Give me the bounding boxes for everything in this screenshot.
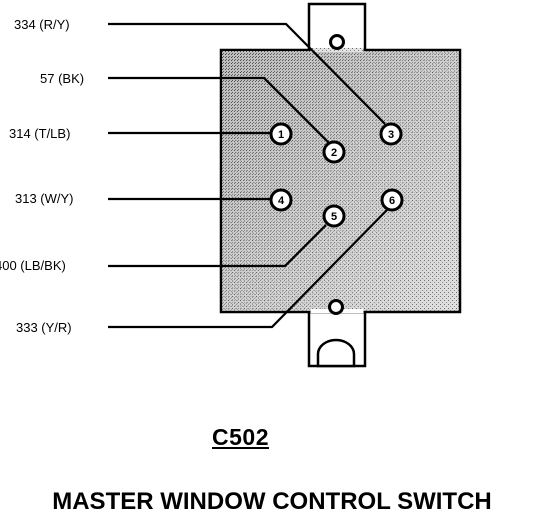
wire-label-334: 334 (R/Y): [14, 17, 70, 32]
component-name: MASTER WINDOW CONTROL SWITCH: [52, 488, 492, 515]
connector-housing: [219, 2, 462, 368]
wire-to-pin-3: [108, 22, 386, 125]
pin-number-4: 4: [278, 195, 285, 207]
wire-label-313: 313 (W/Y): [15, 191, 74, 206]
mounting-hole-bottom: [328, 299, 344, 315]
connector-id: C502: [212, 424, 269, 450]
wire-label-314: 314 (T/LB): [9, 126, 70, 141]
mounting-hole-top: [329, 34, 345, 50]
pin-number-1: 1: [278, 129, 284, 141]
pin-number-2: 2: [331, 147, 337, 159]
wire-to-pin-5: [108, 224, 327, 268]
wire-to-pin-2: [108, 76, 330, 144]
pin-number-3: 3: [388, 129, 394, 141]
wire-label-400: 400 (LB/BK): [0, 258, 66, 273]
wire-label-57: 57 (BK): [40, 71, 84, 86]
pin-3: [379, 122, 403, 146]
pin-4: [269, 188, 293, 212]
pin-5: [322, 204, 346, 228]
pin-1: [269, 122, 293, 146]
wire-lines: [108, 22, 388, 329]
wire-label-333: 333 (Y/R): [16, 320, 72, 335]
pin-6: [380, 188, 404, 212]
pin-number-6: 6: [389, 195, 395, 207]
pin-terminals: 1 2 3 4 5 6: [269, 122, 404, 228]
pin-2: [322, 140, 346, 164]
wire-to-pin-6: [108, 209, 388, 329]
pin-number-5: 5: [331, 211, 337, 223]
